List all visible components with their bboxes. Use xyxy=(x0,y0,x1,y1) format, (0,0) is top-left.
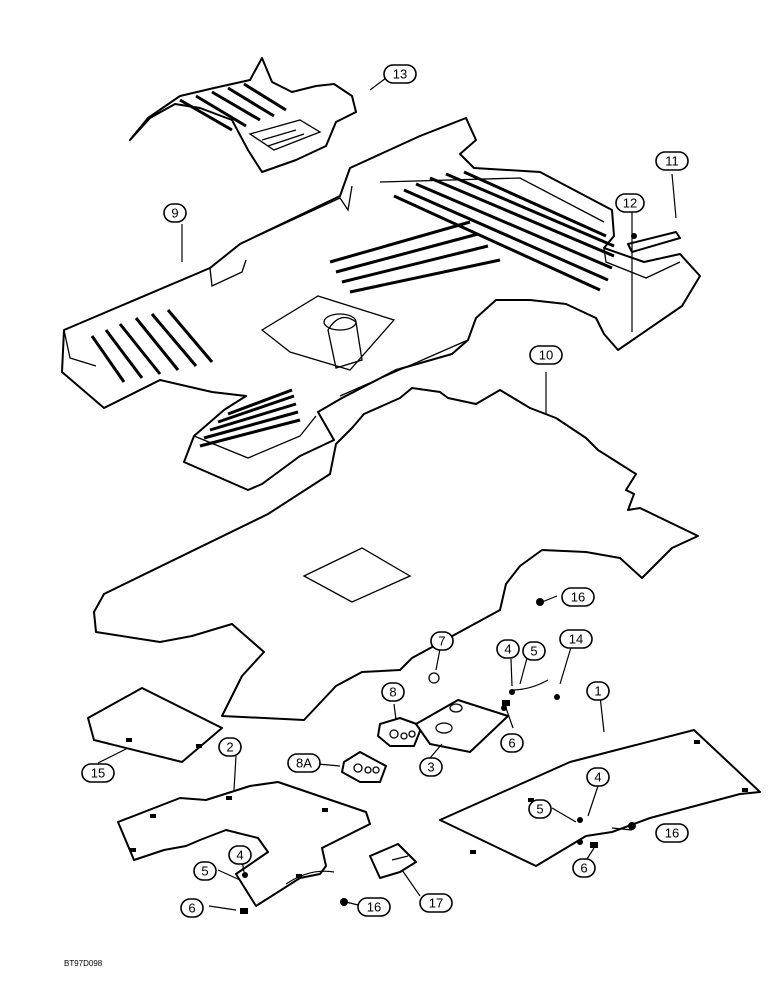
callout-5-b: 5 xyxy=(528,799,552,819)
callout-6-c: 6 xyxy=(180,898,204,918)
part-17-bracket xyxy=(369,843,417,879)
callout-9: 9 xyxy=(163,203,187,223)
part-10-insulation-pad xyxy=(93,387,699,721)
svg-text:1: 1 xyxy=(594,684,601,699)
svg-text:2: 2 xyxy=(226,740,233,755)
svg-text:13: 13 xyxy=(393,67,407,82)
svg-text:5: 5 xyxy=(530,644,537,659)
callout-1: 1 xyxy=(586,681,610,701)
svg-text:6: 6 xyxy=(508,736,515,751)
part-9-main-floor-mat xyxy=(61,117,701,491)
callout-7: 7 xyxy=(430,631,454,651)
callout-10: 10 xyxy=(529,345,563,365)
figure-code: BT97D098 xyxy=(64,959,103,968)
svg-text:4: 4 xyxy=(594,770,601,785)
callout-5-c: 5 xyxy=(193,861,217,881)
svg-text:14: 14 xyxy=(569,632,583,647)
svg-text:9: 9 xyxy=(171,206,178,221)
svg-text:10: 10 xyxy=(539,348,553,363)
part-8a-switch-panel xyxy=(341,751,387,783)
part-11-plate xyxy=(627,231,681,253)
callout-16-b: 16 xyxy=(655,823,689,843)
svg-text:8A: 8A xyxy=(296,756,312,771)
callout-3: 3 xyxy=(419,757,443,777)
svg-text:5: 5 xyxy=(201,864,208,879)
callout-12: 12 xyxy=(615,193,645,213)
callout-4-a: 4 xyxy=(496,639,520,659)
callout-6-b: 6 xyxy=(572,858,596,878)
callout-6-a: 6 xyxy=(500,733,524,753)
svg-text:5: 5 xyxy=(536,802,543,817)
svg-text:17: 17 xyxy=(429,896,443,911)
svg-text:16: 16 xyxy=(665,826,679,841)
callout-14: 14 xyxy=(559,629,593,649)
callout-4-c: 4 xyxy=(228,845,252,865)
svg-text:4: 4 xyxy=(236,848,243,863)
svg-text:16: 16 xyxy=(367,900,381,915)
part-2-panel xyxy=(117,781,371,907)
part-8-switch-panel xyxy=(377,717,423,747)
svg-text:11: 11 xyxy=(665,154,679,169)
part-15-panel xyxy=(87,687,223,763)
svg-text:6: 6 xyxy=(580,861,587,876)
part-1-panel xyxy=(439,729,761,867)
callout-4-b: 4 xyxy=(586,767,610,787)
svg-text:7: 7 xyxy=(438,634,445,649)
callout-16-c: 16 xyxy=(357,897,391,917)
callout-8a: 8A xyxy=(287,753,321,773)
svg-text:4: 4 xyxy=(504,642,511,657)
callout-16-a: 16 xyxy=(561,587,595,607)
callout-5-a: 5 xyxy=(522,641,546,661)
callout-17: 17 xyxy=(419,893,453,913)
part-13-floor-mat-section xyxy=(129,57,357,173)
callout-13: 13 xyxy=(383,64,417,84)
callout-11: 11 xyxy=(655,151,689,171)
callout-8: 8 xyxy=(381,682,405,702)
svg-text:6: 6 xyxy=(188,901,195,916)
leader-lines xyxy=(97,77,677,911)
svg-text:12: 12 xyxy=(623,196,637,211)
callout-2: 2 xyxy=(218,737,242,757)
svg-text:16: 16 xyxy=(571,590,585,605)
callout-15: 15 xyxy=(81,763,115,783)
svg-text:3: 3 xyxy=(427,760,434,775)
svg-text:15: 15 xyxy=(91,766,105,781)
fasteners xyxy=(240,598,636,914)
part-3-plate xyxy=(415,699,509,753)
svg-text:8: 8 xyxy=(389,685,396,700)
